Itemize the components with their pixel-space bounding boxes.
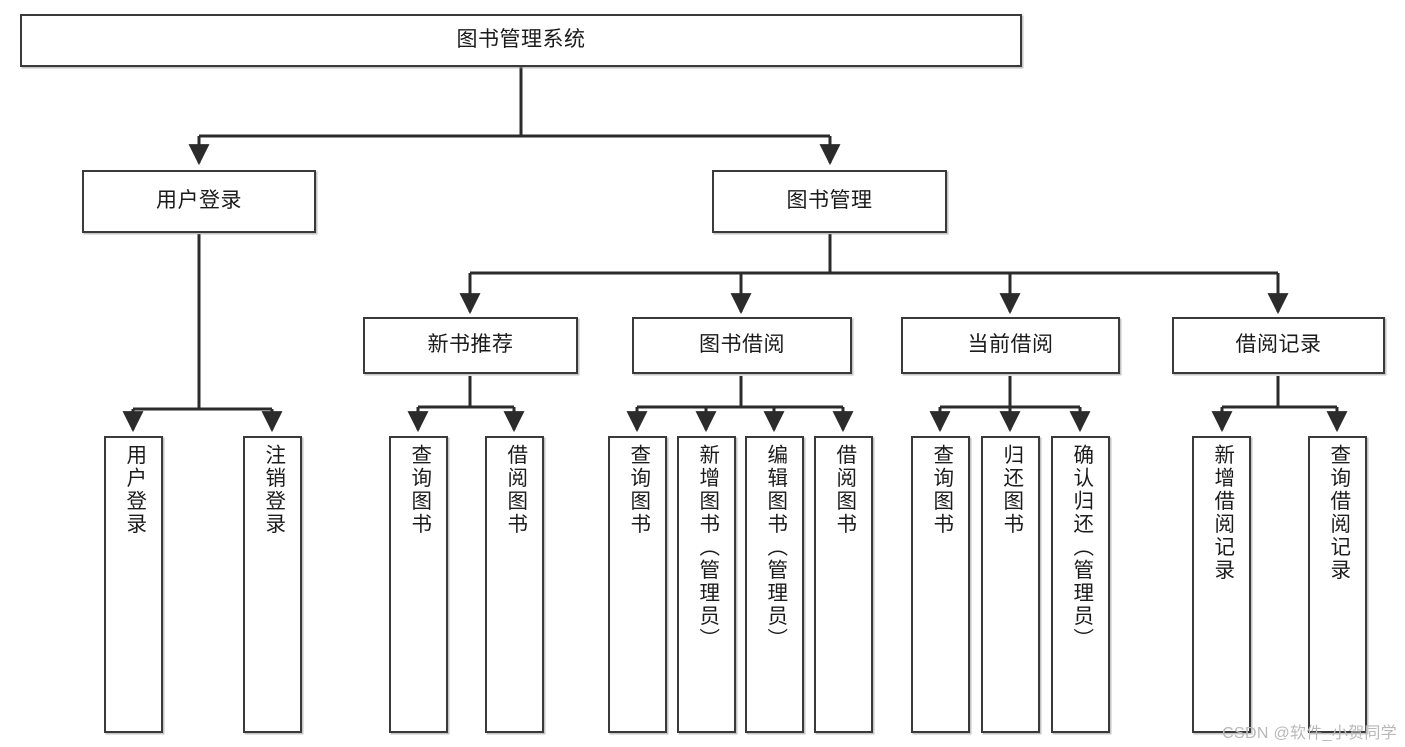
node-label: 借阅图书 xyxy=(503,444,527,536)
leaf-book-borrow-edit-book-admin[interactable]: 编辑图书（管理员） xyxy=(745,436,804,733)
node-label: 编辑图书（管理员） xyxy=(763,444,787,651)
leaf-borrow-record-add-record[interactable]: 新增借阅记录 xyxy=(1192,436,1251,733)
node-label: 确认归还（管理员） xyxy=(1069,444,1093,651)
leaf-current-borrow-query-book[interactable]: 查询图书 xyxy=(911,436,970,733)
node-label: 查询图书 xyxy=(929,444,953,536)
leaf-borrow-record-query-record[interactable]: 查询借阅记录 xyxy=(1308,436,1367,733)
node-label: 新增图书（管理员） xyxy=(695,444,719,651)
node-label: 用户登录 xyxy=(122,444,146,536)
leaf-new-book-query-book[interactable]: 查询图书 xyxy=(389,436,448,733)
node-label: 注销登录 xyxy=(261,444,285,536)
node-current-borrow[interactable]: 当前借阅 xyxy=(901,317,1120,374)
node-label: 用户登录 xyxy=(156,189,242,213)
node-label: 借阅记录 xyxy=(1235,333,1322,357)
leaf-book-borrow-borrow-book[interactable]: 借阅图书 xyxy=(814,436,873,733)
node-label: 图书管理 xyxy=(786,189,873,213)
node-label: 当前借阅 xyxy=(967,333,1054,357)
node-label: 图书管理系统 xyxy=(456,28,586,52)
node-label: 归还图书 xyxy=(999,444,1023,536)
csdn-watermark: CSDN @软件_小贺同学 xyxy=(1222,725,1397,742)
node-label: 查询图书 xyxy=(407,444,431,536)
node-borrow-record[interactable]: 借阅记录 xyxy=(1172,317,1385,374)
node-new-book-recommend[interactable]: 新书推荐 xyxy=(363,317,578,374)
node-label: 新增借阅记录 xyxy=(1210,444,1234,582)
node-root-book-management-system[interactable]: 图书管理系统 xyxy=(20,14,1022,67)
leaf-book-borrow-query-book[interactable]: 查询图书 xyxy=(608,436,667,733)
node-book-management[interactable]: 图书管理 xyxy=(712,170,947,233)
leaf-new-book-borrow-book[interactable]: 借阅图书 xyxy=(485,436,544,733)
leaf-current-borrow-confirm-return-admin[interactable]: 确认归还（管理员） xyxy=(1051,436,1110,733)
leaf-user-login-login[interactable]: 用户登录 xyxy=(104,436,163,733)
leaf-book-borrow-add-book-admin[interactable]: 新增图书（管理员） xyxy=(677,436,736,733)
node-label: 查询图书 xyxy=(626,444,650,536)
node-book-borrow[interactable]: 图书借阅 xyxy=(632,317,852,374)
node-user-login[interactable]: 用户登录 xyxy=(82,170,316,233)
leaf-current-borrow-return-book[interactable]: 归还图书 xyxy=(981,436,1040,733)
node-label: 查询借阅记录 xyxy=(1326,444,1350,582)
node-label: 图书借阅 xyxy=(699,333,785,357)
node-label: 借阅图书 xyxy=(832,444,856,536)
leaf-user-login-logout[interactable]: 注销登录 xyxy=(243,436,302,733)
node-label: 新书推荐 xyxy=(427,333,514,357)
